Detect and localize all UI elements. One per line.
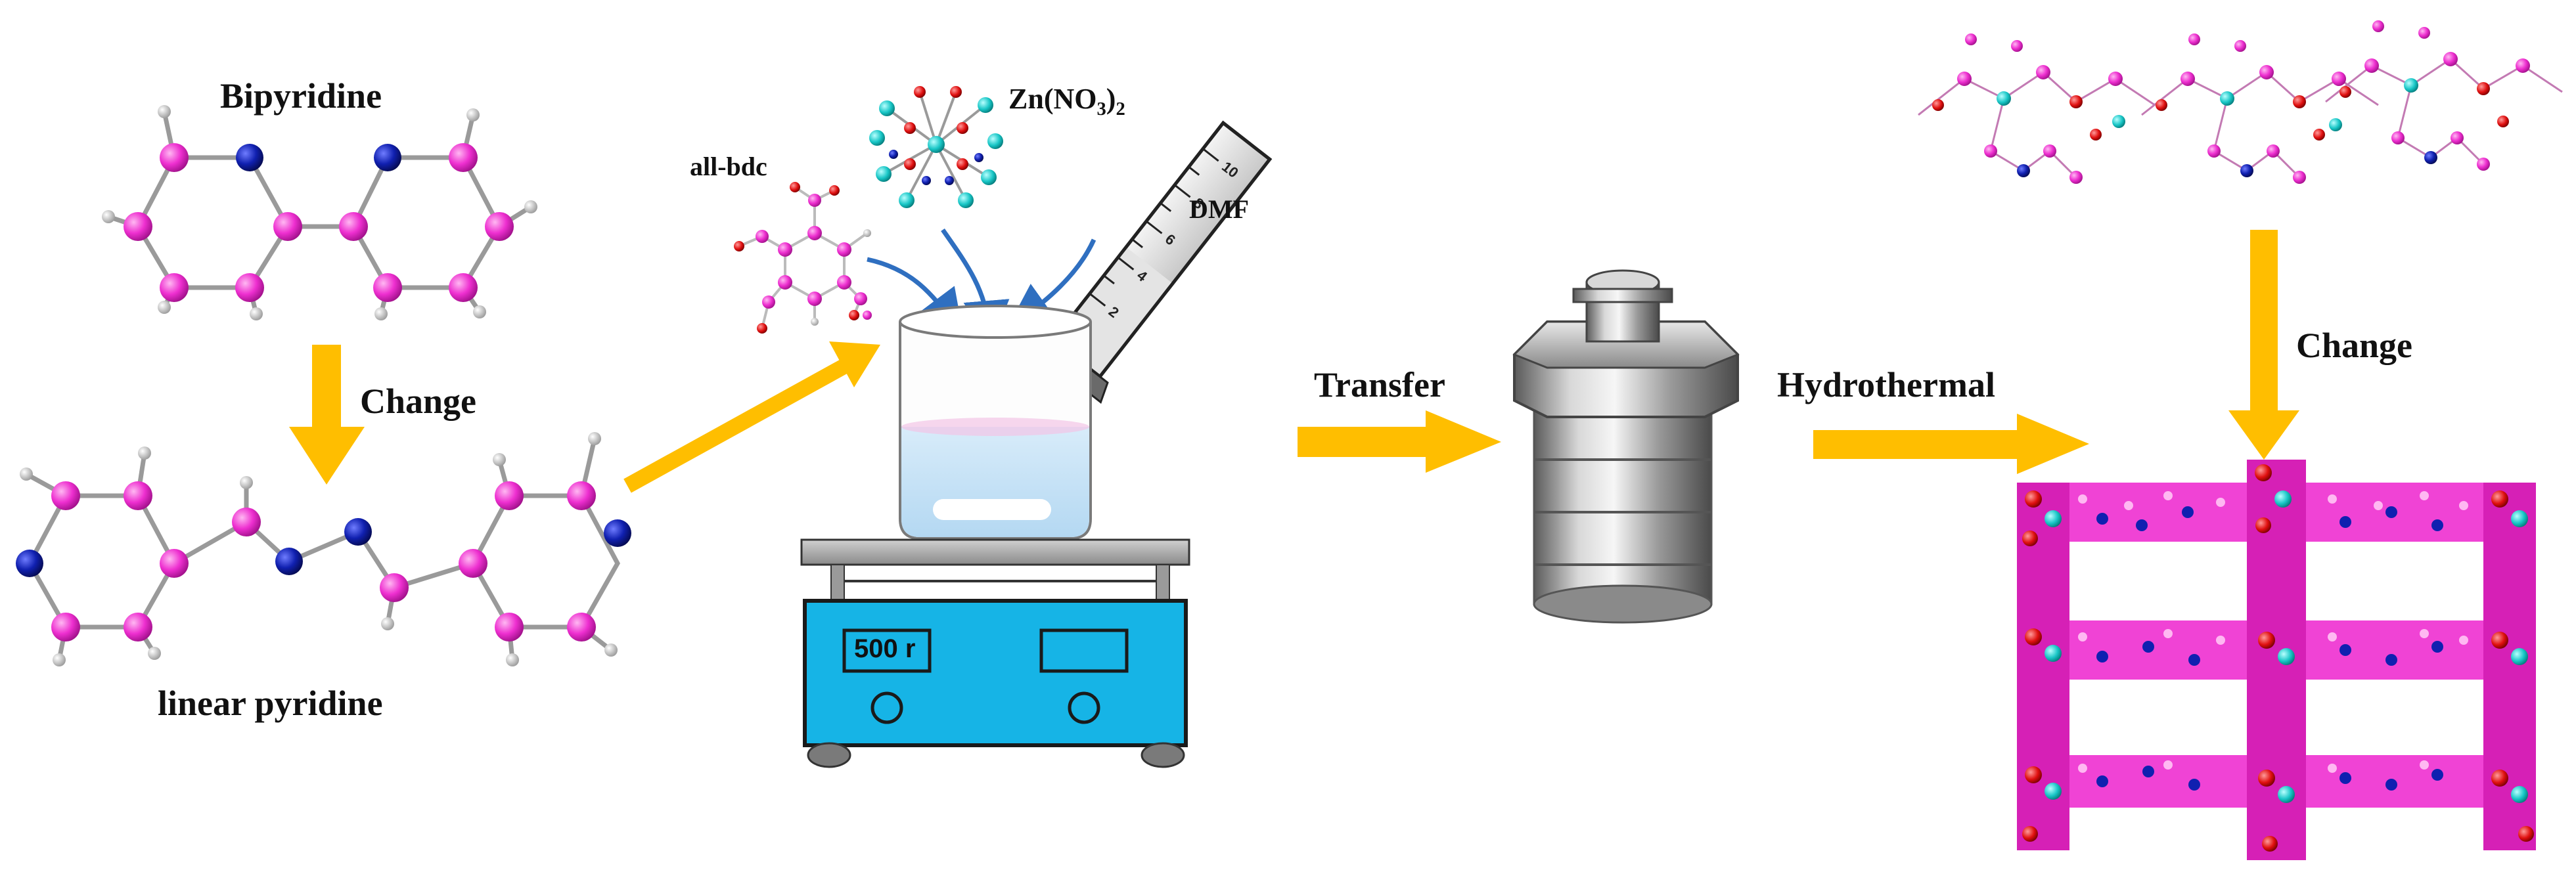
transfer-arrow	[1298, 410, 1501, 473]
bipyridine-molecule	[102, 105, 537, 320]
zn-formula-main: Zn(NO	[1008, 83, 1097, 115]
change-label-right: Change	[2296, 326, 2413, 365]
dmf-label: DMF	[1189, 194, 1250, 224]
framework-structure	[2017, 460, 2536, 860]
zn-nitrate-label: Zn(NO3)2	[1008, 82, 1125, 120]
beaker	[899, 305, 1092, 540]
linear-pyridine-label: linear pyridine	[158, 684, 383, 723]
zn-formula-sub3: 3	[1096, 98, 1106, 120]
change-down-arrow-left	[289, 345, 365, 485]
chain-structure	[1918, 19, 2564, 185]
all-bdc-label: all-bdc	[690, 152, 767, 181]
all-bdc-molecule	[734, 182, 872, 334]
zn-formula-close: )	[1106, 83, 1116, 115]
bipyridine-label: Bipyridine	[220, 76, 382, 116]
zn-nitrate-cluster	[869, 86, 1003, 208]
stirrer-speed-display: 500 r	[854, 634, 916, 663]
change-label-left: Change	[360, 381, 477, 421]
hydrothermal-label: Hydrothermal	[1777, 365, 1995, 404]
linear-pyridine-molecule	[16, 432, 631, 666]
change-down-arrow-right	[2228, 230, 2299, 460]
autoclave	[1512, 269, 1740, 624]
magnetic-stirrer	[800, 538, 1190, 768]
transfer-label: Transfer	[1314, 365, 1445, 404]
diagonal-arrow	[623, 341, 880, 493]
zn-formula-sub2: 2	[1116, 98, 1125, 120]
hydrothermal-arrow	[1813, 414, 2089, 474]
